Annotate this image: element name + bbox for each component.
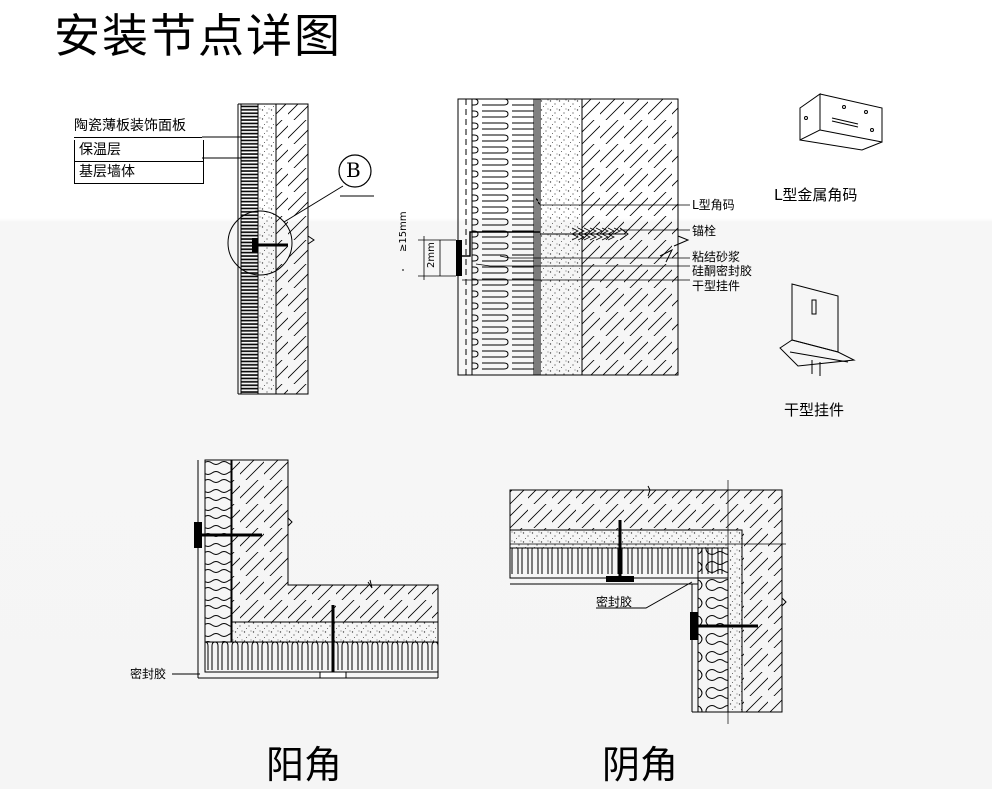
callout-anchor: 锚栓 — [692, 224, 717, 238]
left-wall-section — [202, 103, 374, 395]
part-label-dry-hanger: 干型挂件 — [784, 401, 845, 419]
dim-min-gap: ≥15mm — [398, 211, 409, 252]
legend-base-wall-label: 基层墙体 — [79, 164, 135, 180]
detail-marker-circle — [338, 154, 372, 188]
part-label-l-bracket: L型金属角码 — [774, 186, 858, 204]
right-wall-section — [402, 98, 690, 376]
inside-corner-drawing — [509, 480, 787, 724]
legend-ceramic-panel: 陶瓷薄板装饰面板 — [74, 116, 202, 138]
l-bracket-drawing — [799, 93, 883, 151]
legend-insulation-label: 保温层 — [79, 142, 121, 158]
outside-corner-drawing — [172, 459, 439, 679]
legend-insulation: 保温层 — [74, 140, 204, 162]
callout-adhesive-mortar: 粘结砂浆 — [692, 250, 741, 264]
outside-corner-caption: 阳角 — [266, 743, 343, 787]
callout-dry-hanger: 干型挂件 — [692, 279, 741, 293]
page-title: 安装节点详图 — [54, 9, 342, 63]
callout-l-bracket: L型角码 — [692, 198, 735, 212]
dim-2mm: 2mm — [426, 242, 437, 268]
outside-corner-sealant-label: 密封胶 — [130, 667, 167, 681]
inside-corner-sealant-label: 密封胶 — [596, 595, 633, 609]
legend-base-wall: 基层墙体 — [74, 162, 204, 184]
callout-silicone-sealant: 硅酮密封胶 — [692, 264, 753, 278]
inside-corner-caption: 阴角 — [602, 743, 679, 787]
dry-hanger-drawing — [779, 283, 856, 376]
detail-marker-label: B — [346, 158, 361, 182]
